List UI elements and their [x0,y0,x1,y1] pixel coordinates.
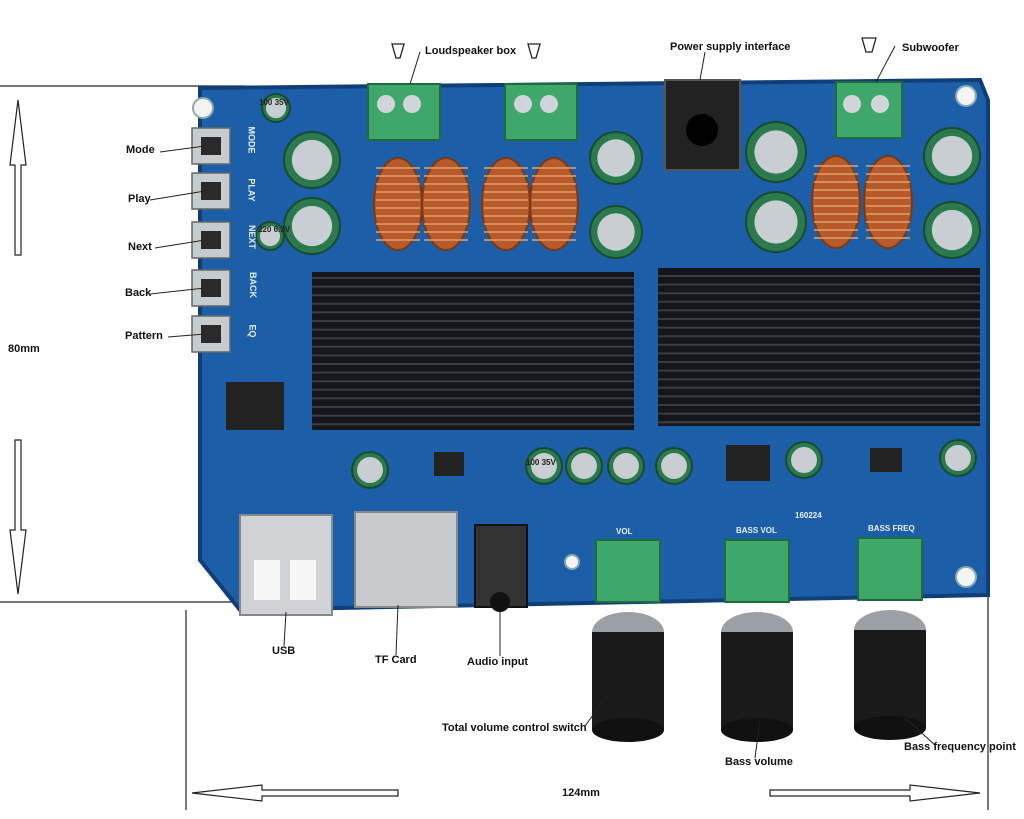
capacitor-top [791,447,817,473]
silk-next: NEXT [247,224,258,250]
heatsink-right [658,268,980,426]
capacitor-top [259,225,281,247]
silk-back: BACK [248,272,258,298]
silk-play: PLAY [246,178,257,202]
inductor-coil [421,157,471,251]
speaker-terminal-mid [504,83,578,141]
label-pattern: Pattern [125,330,163,342]
silk-bass-vol: BASS VOL [736,526,777,535]
potentiometer-body [595,539,661,603]
silk-bass-freq: BASS FREQ [868,524,915,533]
push-buttons [191,127,231,353]
silk-mode: MODE [246,126,257,154]
subwoofer-terminal [835,81,903,139]
inductor-coils [373,155,913,251]
ics [226,382,902,481]
label-back: Back [125,287,152,299]
label-subwoofer: Subwoofer [902,42,959,54]
label-audio-input: Audio input [467,656,529,668]
label-bass-volume: Bass volume [725,756,793,768]
knob-base [854,716,926,740]
capacitor-top [597,139,635,177]
capacitor-top [613,453,639,479]
push-button-cap [201,231,221,249]
capacitor-top [754,130,798,174]
knob-body [592,632,664,730]
inductor-coil [529,157,579,251]
capacitor-top [357,457,383,483]
inductor-coil [811,155,861,249]
capacitor-top [265,97,287,119]
potentiometer-body [857,537,923,601]
label-bass-frequency: Bass frequency point [904,741,1016,753]
capacitor-top [291,205,333,247]
capacitor-top [931,135,973,177]
heatsink-left [312,272,634,430]
silk-cap-top: 100 35V [259,98,289,107]
push-button-cap [201,182,221,200]
width-arrow-left [191,784,399,802]
capacitor-top [531,453,557,479]
push-button-cap [201,137,221,155]
inductor-coil [481,157,531,251]
label-power-supply: Power supply interface [670,41,791,53]
capacitor-top [597,213,635,251]
silk-vol: VOL [616,527,633,536]
capacitor-top [945,445,971,471]
power-jack [664,79,741,171]
speaker-icons [391,37,877,59]
potentiometer-body [724,539,790,603]
capacitor-top [754,200,798,244]
leader-lines [149,45,936,759]
label-usb: USB [272,645,296,657]
height-arrow-down [9,439,27,595]
label-next: Next [128,241,152,253]
capacitor-top [291,139,333,181]
usb-port [239,514,333,616]
silk-eq: EQ [247,324,258,338]
label-play: Play [128,193,151,205]
inductor-coil [863,155,913,249]
tf-card-slot [354,511,458,608]
knob-body [721,632,793,730]
label-loudspeaker-box: Loudspeaker box [425,45,517,57]
width-arrow-right [769,784,981,802]
speaker-terminal-left [367,83,441,141]
potentiometer-knobs [592,537,926,742]
dimension-height: 80mm [8,343,40,355]
capacitors [255,93,981,489]
push-button-cap [201,325,221,343]
label-total-volume: Total volume control switch [442,722,587,734]
heatsink-fins [312,275,980,426]
inductor-coil [373,157,423,251]
silk-cap-main: 100 35V [526,458,556,467]
knob-body [854,630,926,728]
knob-base [592,718,664,742]
label-tf-card: TF Card [375,654,417,666]
audio-jack [474,524,528,612]
height-arrow-up [9,99,27,256]
silk-cap-small: 220 6.3V [258,225,291,234]
silk-date: 160224 [795,511,822,520]
capacitor-top [571,453,597,479]
knob-base [721,718,793,742]
push-button-cap [201,279,221,297]
capacitor-top [661,453,687,479]
label-mode: Mode [126,144,155,156]
capacitor-top [931,209,973,251]
dimension-width: 124mm [562,787,600,799]
